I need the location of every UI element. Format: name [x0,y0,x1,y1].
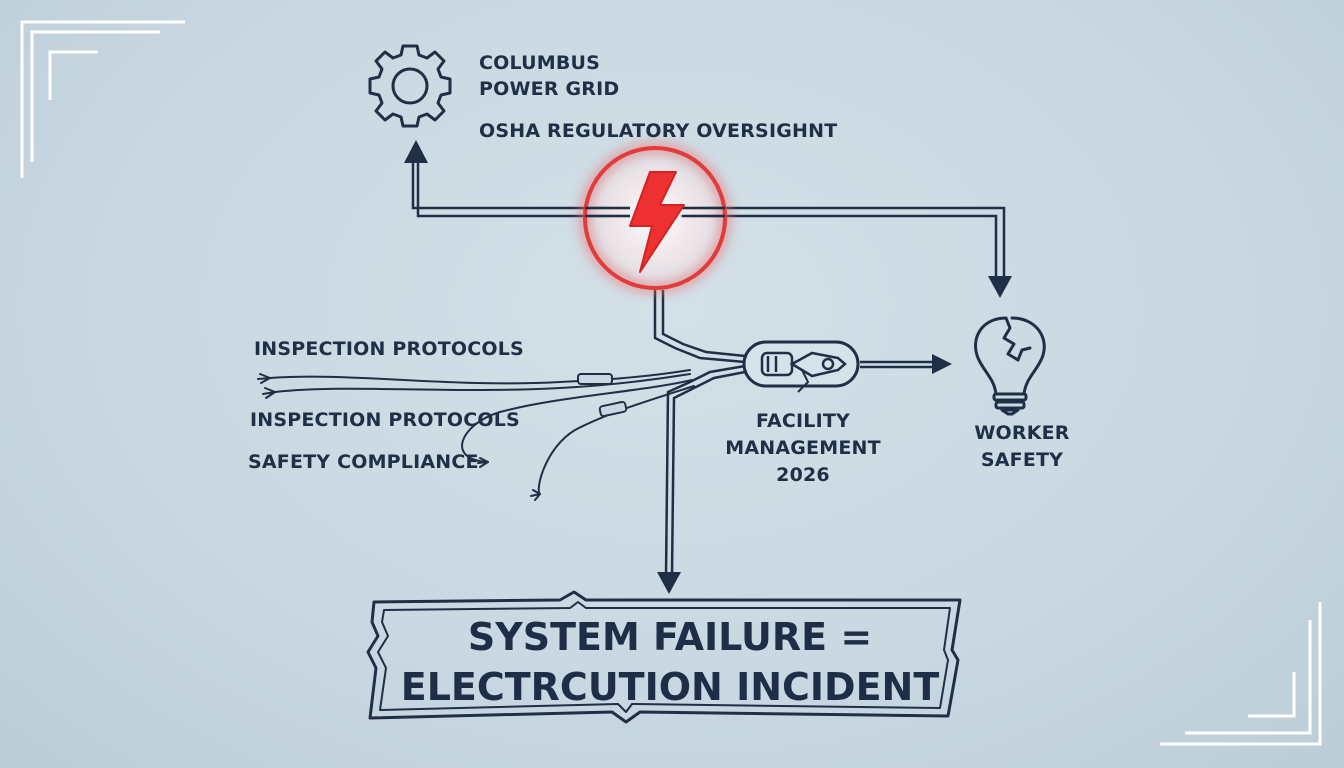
headline-frame [366,590,962,724]
label-safety-compliance: SAFETY COMPLIANCE [248,451,479,473]
label-facility-line3: 2026 [776,464,830,486]
connector-to-worker-safety [680,206,1012,298]
label-osha-oversight: OSHA REGULATORY OVERSIGHNT [479,120,838,142]
broken-lightbulb-icon [974,316,1046,416]
label-inspection-protocols-2: INSPECTION PROTOCOLS [250,409,520,431]
label-power-grid: POWER GRID [479,78,620,100]
label-inspection-protocols-1: INSPECTION PROTOCOLS [254,338,524,360]
label-worker-line2: SAFETY [980,449,1064,471]
connector-to-junction [653,290,746,364]
frayed-wires-icon [257,369,695,501]
headline-system-failure: SYSTEM FAILURE = ELECTRCUTION INCIDENT [380,612,960,712]
circuit-breaker-icon [742,340,860,393]
connector-to-grid [404,140,630,218]
label-worker-safety: WORKER SAFETY [962,420,1082,474]
lightning-bolt-icon [629,171,685,273]
label-facility-line1: FACILITY [755,410,850,432]
headline-line1: SYSTEM FAILURE = [467,615,873,659]
label-facility-management: FACILITY MANAGEMENT 2026 [718,408,888,489]
label-columbus: COLUMBUS [479,52,601,74]
corner-frame-bottom-right [1160,602,1322,746]
label-worker-line1: WORKER [974,422,1070,444]
connector-breaker-to-bulb [860,354,952,374]
corner-frame-top-left [20,20,185,178]
connector-to-failure [657,364,746,594]
headline-line2: ELECTRCUTION INCIDENT [400,665,940,709]
label-facility-line2: MANAGEMENT [725,437,881,459]
gear-icon [368,44,452,128]
